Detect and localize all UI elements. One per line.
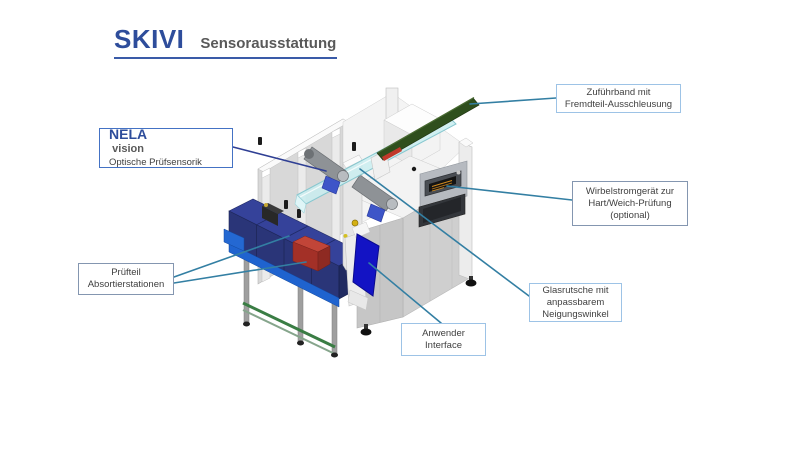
machine-feet (360, 276, 477, 336)
callout-pruefteil-line1: Prüfteil (111, 267, 141, 278)
callout-anwender-line2: Interface (425, 339, 462, 351)
callout-wirbelstrom: Wirbelstromgerät zur Hart/Weich-Prüfung … (572, 181, 688, 226)
leader-line-pruefteil-1 (173, 235, 290, 278)
conveyor-red-stripe (382, 147, 402, 161)
callout-pruefteil-line2: Absortierstationen (87, 279, 165, 290)
callout-glasrutsche-line3: Neigungswinkel (542, 308, 609, 320)
leader-line-anwender (368, 262, 442, 324)
callout-zufuhrband-line2: Fremdteil-Ausschleusung (564, 98, 673, 110)
infeed-conveyor-belt (370, 96, 480, 181)
emergency-stop-button (351, 219, 359, 227)
title-brand: SKIVI (114, 24, 185, 54)
callout-zufuhrband-line1: Zuführband mit (586, 86, 651, 98)
callout-wirbelstrom-line2: Hart/Weich-Prüfung (588, 197, 672, 209)
callout-anwender-line1: Anwender (422, 327, 465, 339)
right-pillar-cap (458, 137, 474, 148)
operator-screen (344, 221, 380, 311)
callout-nelavision-subtitle: Optische Prüfsensorik (109, 157, 202, 168)
optical-sensor-lower (351, 174, 398, 223)
callout-glasrutsche: Glasrutsche mit anpassbarem Neigungswink… (529, 283, 622, 322)
eddy-current-device (411, 160, 468, 228)
page-title: SKIVI Sensorausstattung (114, 24, 336, 55)
leader-lines (173, 97, 573, 324)
table-conveyor-rail (228, 242, 340, 308)
leader-line-nelavision (232, 146, 327, 172)
leader-line-pruefteil-2 (173, 261, 307, 284)
reject-box (292, 235, 331, 272)
leader-line-wirbelstrom (446, 185, 573, 201)
callout-wirbelstrom-line3: (optional) (610, 209, 650, 221)
table-rail (242, 301, 336, 349)
callout-glasrutsche-line2: anpassbarem (546, 296, 605, 308)
machine-illustration (223, 87, 480, 358)
callout-glasrutsche-line1: Glasrutsche mit (542, 284, 609, 296)
table-rail (242, 309, 336, 355)
leader-line-glasrutsche (359, 168, 530, 297)
callout-anwender: Anwender Interface (401, 323, 486, 356)
leader-line-zufuhrband (469, 97, 557, 105)
table-conveyor-endcap (223, 228, 245, 252)
title-underline (114, 57, 337, 59)
title-subtitle: Sensorausstattung (200, 35, 337, 52)
optical-sensor-upper (303, 146, 349, 195)
pillar-clamps (258, 137, 356, 218)
callout-wirbelstrom-line1: Wirbelstromgerät zur (585, 185, 675, 197)
screen-panel (352, 233, 380, 297)
callout-zufuhrband: Zuführband mit Fremdteil-Ausschleusung (556, 84, 681, 113)
callout-pruefteil: Prüfteil Absortierstationen (78, 263, 174, 295)
table-motor (262, 203, 284, 226)
